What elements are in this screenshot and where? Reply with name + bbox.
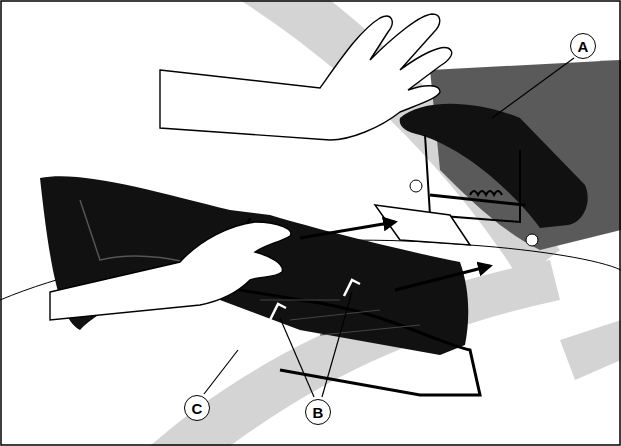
- rod-end: [526, 234, 538, 246]
- leader-line: [492, 58, 574, 118]
- hook: [270, 304, 286, 320]
- leader-line: [280, 318, 314, 397]
- bag-frame: [237, 218, 480, 395]
- motion-arrow: [395, 266, 490, 290]
- hinge-rod: [430, 195, 525, 205]
- upper-hand: [160, 14, 452, 140]
- callout-letter: A: [578, 39, 589, 54]
- callout-circle: B: [305, 399, 331, 425]
- leader-line: [322, 292, 352, 397]
- grass-bag: [40, 176, 468, 355]
- spring: [470, 191, 502, 195]
- lower-hand: [50, 222, 291, 320]
- door-bracket: [425, 135, 520, 222]
- leader-line: [204, 350, 238, 394]
- callout-circle: A: [570, 33, 596, 59]
- callout-letter: C: [192, 401, 203, 416]
- bag-fold: [260, 300, 420, 335]
- callout-circle: C: [184, 395, 210, 421]
- chute-door: [400, 104, 588, 228]
- callout-letter: B: [313, 405, 324, 420]
- rod-end: [410, 180, 422, 192]
- frame-slot: [375, 205, 470, 245]
- motion-arrow: [300, 222, 395, 238]
